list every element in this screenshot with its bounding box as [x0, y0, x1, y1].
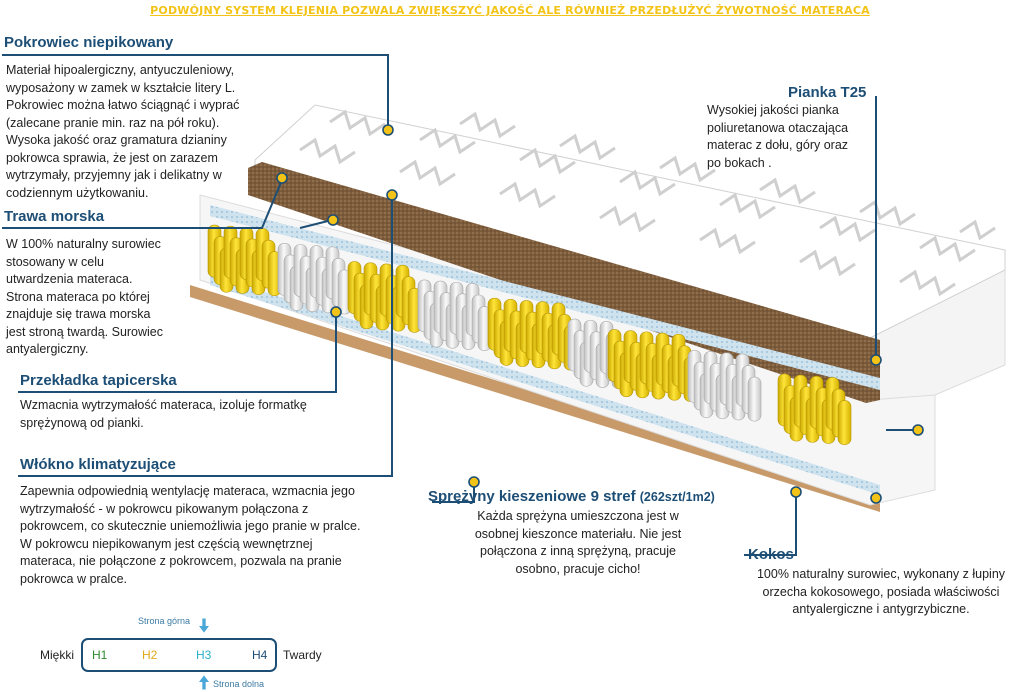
text-line: Każda sprężyna umieszczona jest w [477, 509, 679, 523]
arrow-down-icon [199, 618, 209, 633]
callout-line-kokos [744, 492, 797, 556]
spring-yellow [837, 400, 852, 445]
callout-dot-blue [327, 214, 339, 226]
scale-level-h3: H3 [196, 648, 212, 662]
text-line: orzecha kokosowego, posiada właściwości [762, 584, 1000, 599]
top-banner: PODWÓJNY SYSTEM KLEJENIA POZWALA ZWIĘKSZ… [150, 4, 870, 17]
scale-right-label: Twardy [283, 648, 322, 662]
wlokno-title: Włókno klimatyzujące [20, 456, 176, 473]
spring-white [747, 376, 762, 422]
text-line: jest stroną twardą. Surowiec [6, 324, 164, 339]
text-line: poliuretanowa otaczająca [707, 120, 849, 135]
scale-top-label: Strona górna [138, 616, 191, 626]
wlokno-text: Zapewnia odpowiednią wentylację materaca… [20, 483, 360, 588]
text-line: materaca, nie połączone z pokrowcem, poz… [20, 554, 342, 568]
przekladka-title: Przekładka tapicerska [20, 372, 177, 389]
text-line: utwardzenia materaca. [6, 272, 133, 286]
kokos-text: 100% naturalny surowiec, wykonany z łupi… [746, 566, 1016, 619]
trawa-text: W 100% naturalny surowiec stosowany w cel… [6, 236, 163, 359]
sprezyny-title-main: Sprężyny kieszeniowe 9 stref [428, 488, 636, 505]
scale-left-label: Miękki [40, 648, 75, 662]
text-line: pokrowca w pralce. [20, 571, 127, 586]
text-line: połączona z inną sprężyną, pracuje [480, 544, 676, 558]
pianka-text: Wysokiej jakości pianka poliuretanowa ota… [707, 102, 848, 172]
callout-dot-side [912, 424, 924, 436]
scale-level-h1: H1 [92, 648, 108, 662]
padding-layer [210, 205, 880, 495]
text-line: pokrowca sprawia, że jest on zarazem [6, 150, 218, 165]
callout-dot-wlokno [386, 189, 398, 201]
scale-bottom-label: Strona dolna [213, 679, 265, 689]
callout-line-sprezyny [432, 485, 475, 503]
text-line: W pokrowcu niepikowanym jest częścią wew… [20, 536, 313, 551]
arrow-up-icon [199, 675, 209, 690]
text-line: codziennym użytkowaniu. [6, 185, 149, 200]
text-line: antyalergiczny. [6, 342, 89, 356]
spring-pockets [207, 224, 852, 445]
pianka-title: Pianka T25 [788, 84, 867, 101]
text-line: antyalergiczne i antygrzybiczne. [792, 602, 970, 616]
callout-line-pokrowiec [2, 54, 389, 128]
text-line: stosowany w celu [6, 254, 104, 269]
sprezyny-text: Każda sprężyna umieszczona jest w osobnej… [458, 508, 698, 578]
mattress-top-cover [254, 104, 1006, 339]
text-line: 100% naturalny surowiec, wykonany z łupi… [756, 567, 1006, 581]
text-line: Wysoka jakość oraz gramatura dzianiny [6, 133, 227, 147]
trawa-title: Trawa morska [4, 208, 105, 225]
mattress-bottom-layer [190, 285, 880, 512]
text-line: Wysokiej jakości pianka [707, 103, 839, 117]
text-line: sprężynową od pianki. [20, 415, 144, 430]
text-line: osobno, pracuje cicho! [515, 561, 641, 576]
text-line: Strona materaca po której [6, 289, 150, 304]
callout-dot-pokrowiec [382, 124, 394, 136]
text-line: Materiał hipoalergiczny, antyuczuleniowy… [6, 63, 235, 77]
sprezyny-title-suffix: (262szt/1m2) [639, 490, 715, 504]
callout-dot-bottom [870, 492, 882, 504]
text-line: W 100% naturalny surowiec [6, 237, 161, 251]
callout-dot-sprezyny [468, 476, 480, 488]
text-line: Pokrowiec można łatwo ściągnąć i wyprać [6, 98, 240, 112]
callout-dot-trawa [276, 172, 288, 184]
pokrowiec-title: Pokrowiec niepikowany [4, 34, 174, 51]
scale-level-h4: H4 [252, 648, 268, 662]
przekladka-text: Wzmacnia wytrzymałość materaca, izoluje … [20, 397, 307, 432]
scale-level-h2: H2 [142, 648, 158, 662]
kokos-title: Kokos [748, 546, 794, 563]
pokrowiec-text: Materiał hipoalergiczny, antyuczuleniowy… [6, 62, 239, 202]
text-line: znajduje się trawa morska [6, 307, 151, 321]
text-line: Wzmacnia wytrzymałość materaca, izoluje … [20, 398, 307, 412]
text-line: po bokach . [707, 155, 772, 170]
callout-line-wlokno [18, 195, 393, 477]
callout-line-przekladka [18, 312, 337, 393]
callout-line-trawa [2, 179, 283, 229]
text-line: Zapewnia odpowiednią wentylację materaca… [20, 484, 355, 498]
text-line: wyposażony w zamek w kształcie litery L. [6, 80, 236, 95]
callout-dot-przekladka [330, 306, 342, 318]
text-line: pokrowcem, co skutecznie uniemożliwia je… [20, 519, 361, 533]
callout-line-blue [299, 219, 333, 229]
text-line: (zalecane pranie min. raz na pół roku). [6, 115, 220, 130]
text-line: osobnej kieszonce materiału. Nie jest [474, 526, 682, 541]
text-line: wytrzymały, przyjemny jak i delikatny w [6, 168, 222, 182]
callout-dot-pianka [870, 354, 882, 366]
sprezyny-title: Sprężyny kieszeniowe 9 stref (262szt/1m2… [428, 488, 715, 505]
scale-box [81, 638, 277, 672]
text-line: wytrzymałość - w pokrowcu pikowanym połą… [20, 501, 309, 516]
callout-dot-kokos [790, 486, 802, 498]
text-line: materac z dołu, góry oraz [707, 138, 849, 152]
